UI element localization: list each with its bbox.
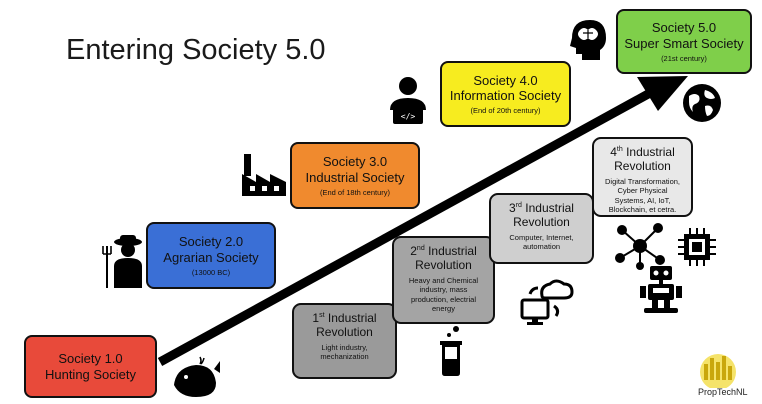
society-5-name: Society 5.0 <box>651 20 717 36</box>
society-2-note: (13000 BC) <box>191 267 231 277</box>
revolution-3-desc: Computer, Internet,automation <box>509 232 574 252</box>
factory-icon <box>242 154 286 196</box>
society-3-note: (End of 18th century) <box>319 187 391 197</box>
robot-icon <box>640 266 682 313</box>
society-3-name: Society 3.0 <box>322 154 388 170</box>
society-4-sub: Information Society <box>449 88 562 104</box>
society-5-sub: Super Smart Society <box>624 35 744 51</box>
revolution-2-heading-2: Revolution <box>415 258 472 273</box>
society-2-name: Society 2.0 <box>178 234 244 250</box>
logo-text: PropTechNL <box>698 387 748 397</box>
page-title: Entering Society 5.0 <box>66 34 326 66</box>
globe-icon <box>683 84 721 122</box>
revolution-1-box: 1st Industrial Revolution Light industry… <box>292 303 397 379</box>
revolution-4-heading-2: Revolution <box>614 159 671 174</box>
society-1-name: Society 1.0 <box>58 350 123 366</box>
chip-icon <box>678 228 716 266</box>
laptop-user-icon: </> <box>390 77 426 124</box>
svg-text:</>: </> <box>401 112 416 121</box>
beaker-icon <box>440 326 462 376</box>
society-1-sub: Hunting Society <box>44 366 137 382</box>
revolution-2-box: 2nd Industrial Revolution Heavy and Chem… <box>392 236 495 324</box>
society-4-note: (End of 20th century) <box>470 106 541 116</box>
cloud-computer-icon <box>520 279 574 325</box>
society-2-box: Society 2.0 Agrarian Society (13000 BC) <box>146 222 276 289</box>
society-4-box: Society 4.0 Information Society (End of … <box>440 61 571 127</box>
revolution-4-heading: 4th Industrial <box>610 145 675 159</box>
society-3-sub: Industrial Society <box>305 169 405 185</box>
society-1-box: Society 1.0 Hunting Society <box>24 335 157 398</box>
revolution-1-heading: 1st Industrial <box>312 311 377 325</box>
society-2-sub: Agrarian Society <box>163 249 259 265</box>
brain-head-icon <box>570 20 606 60</box>
revolution-3-box: 3rd Industrial Revolution Computer, Inte… <box>489 193 594 264</box>
revolution-3-heading: 3rd Industrial <box>509 201 574 215</box>
revolution-1-desc: Light industry,mechanization <box>320 342 369 362</box>
revolution-2-heading: 2nd Industrial <box>410 244 477 258</box>
society-5-box: Society 5.0 Super Smart Society (21st ce… <box>616 9 752 74</box>
network-icon <box>615 223 665 270</box>
revolution-1-heading-2: Revolution <box>316 325 373 340</box>
revolution-4-box: 4th Industrial Revolution Digital Transf… <box>592 137 693 217</box>
farmer-icon <box>102 235 142 288</box>
revolution-3-heading-2: Revolution <box>513 215 570 230</box>
society-4-name: Society 4.0 <box>473 72 538 88</box>
society-5-note: (21st century) <box>661 53 707 63</box>
proptechnl-logo <box>700 354 736 388</box>
revolution-4-desc: Digital Transformation,Cyber Physical Sy… <box>604 176 681 214</box>
whale-icon <box>174 356 220 397</box>
society-3-box: Society 3.0 Industrial Society (End of 1… <box>290 142 420 209</box>
